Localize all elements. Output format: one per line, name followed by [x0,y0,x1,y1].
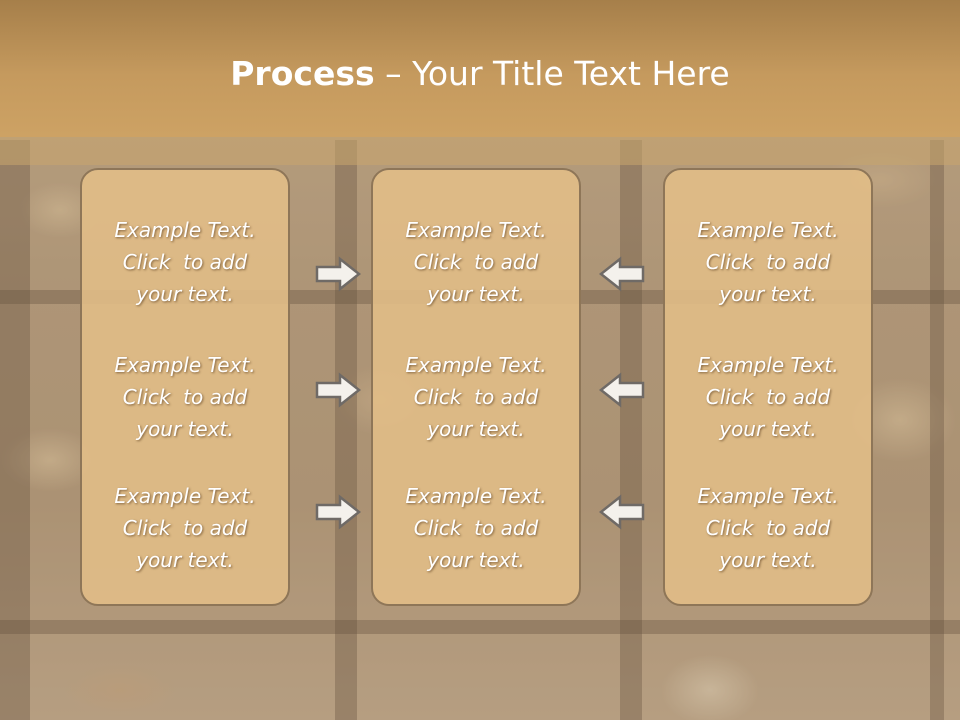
text-line: your text. [719,417,817,441]
text-line: your text. [136,282,234,306]
text-line: Example Text. [114,353,256,377]
background-divider [620,140,642,720]
title-rest: – Your Title Text Here [374,54,730,93]
text-placeholder[interactable]: Example Text. Click to add your text. [665,349,871,445]
process-box-1[interactable]: Example Text. Click to add your text. Ex… [80,168,290,606]
text-placeholder[interactable]: Example Text. Click to add your text. [82,349,288,445]
text-line: Example Text. [697,218,839,242]
text-line: your text. [719,282,817,306]
right-arrow-icon [315,494,362,530]
left-arrow-icon [598,256,645,292]
text-line: your text. [136,548,234,572]
left-arrow-icon [598,372,645,408]
text-placeholder[interactable]: Example Text. Click to add your text. [82,214,288,310]
text-placeholder[interactable]: Example Text. Click to add your text. [82,480,288,576]
text-line: Click to add [122,516,248,540]
text-line: Example Text. [114,484,256,508]
text-line: Example Text. [114,218,256,242]
slide-title[interactable]: Process – Your Title Text Here [0,54,960,93]
text-line: your text. [427,548,525,572]
text-line: Click to add [413,516,539,540]
text-line: your text. [136,417,234,441]
text-placeholder[interactable]: Example Text. Click to add your text. [373,480,579,576]
text-line: your text. [427,282,525,306]
text-line: Example Text. [697,353,839,377]
process-box-3[interactable]: Example Text. Click to add your text. Ex… [663,168,873,606]
text-placeholder[interactable]: Example Text. Click to add your text. [665,214,871,310]
right-arrow-icon [315,372,362,408]
text-line: Click to add [705,516,831,540]
title-bold: Process [230,54,375,93]
text-placeholder[interactable]: Example Text. Click to add your text. [665,480,871,576]
right-arrow-icon [315,256,362,292]
text-placeholder[interactable]: Example Text. Click to add your text. [373,349,579,445]
text-line: your text. [427,417,525,441]
background-divider [0,620,960,634]
text-line: Click to add [122,250,248,274]
text-line: Example Text. [405,484,547,508]
text-line: Example Text. [405,218,547,242]
text-placeholder[interactable]: Example Text. Click to add your text. [373,214,579,310]
background-divider [930,140,944,720]
text-line: your text. [719,548,817,572]
text-line: Click to add [413,250,539,274]
background-divider [0,140,30,720]
left-arrow-icon [598,494,645,530]
text-line: Click to add [705,385,831,409]
text-line: Click to add [705,250,831,274]
title-bar [0,0,960,137]
text-line: Example Text. [697,484,839,508]
text-line: Click to add [413,385,539,409]
process-box-2[interactable]: Example Text. Click to add your text. Ex… [371,168,581,606]
title-strip [0,137,960,165]
text-line: Example Text. [405,353,547,377]
text-line: Click to add [122,385,248,409]
